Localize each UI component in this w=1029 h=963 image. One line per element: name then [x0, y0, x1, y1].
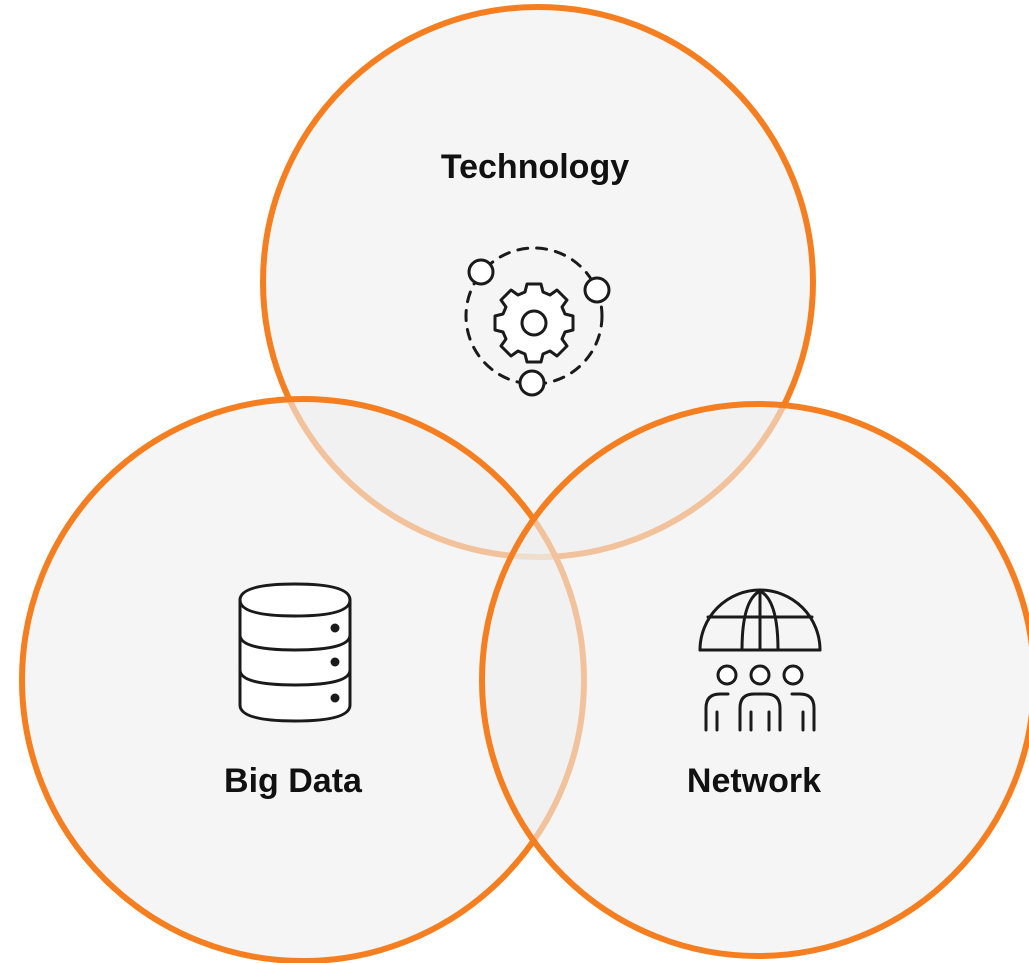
gear-network-icon — [464, 246, 611, 397]
big-data-label: Big Data — [224, 762, 363, 800]
globe-people-icon — [698, 588, 822, 732]
network-label: Network — [687, 762, 821, 800]
database-icon — [238, 582, 352, 723]
technology-label: Technology — [441, 148, 629, 186]
